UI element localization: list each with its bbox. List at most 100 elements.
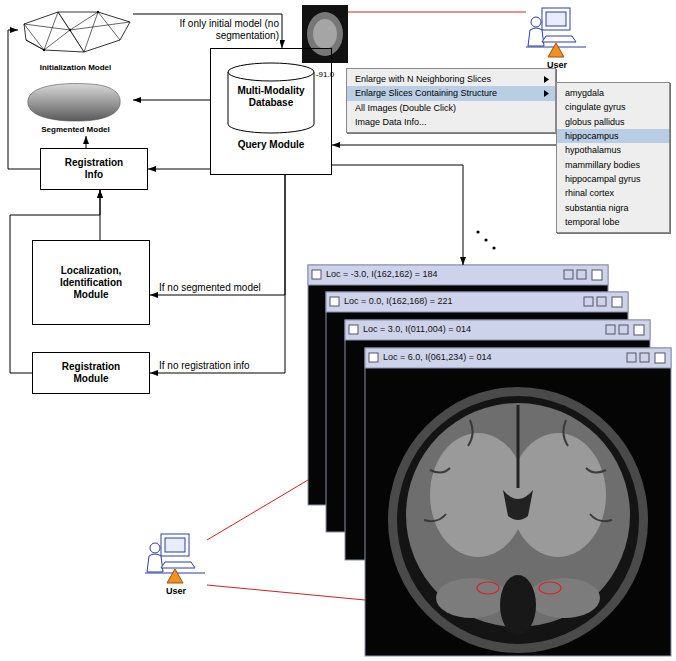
connector [207,585,365,600]
box-label: Localization, Identification Module [51,265,131,301]
box-label: Registration Info [59,157,129,181]
temporal-lobe [436,578,508,618]
window-button [640,353,649,362]
person-head [150,543,160,553]
mesh-vertex [43,49,45,51]
screen [546,12,566,26]
mesh-vertex [97,11,99,13]
window-title: Loc = -3.0, I(162,162) = 184 [308,265,608,279]
screen [165,538,185,552]
cylinder-top [228,63,314,81]
mesh-outline [24,12,130,52]
menu-item: Image Data Info... [347,115,555,129]
menu-item: substantia nigra [557,201,669,215]
menu-item: All Images (Double Click) [347,101,555,115]
window-title: Loc = 0.0, I(162,168) = 221 [326,292,628,306]
menu-item: rhinal cortex [557,186,669,200]
checkbox [330,297,339,306]
connector [332,165,463,265]
edge-label: If no segmented model [158,282,262,294]
window-frame [365,348,671,656]
white-matter [510,433,606,557]
close-button [612,297,622,307]
submenu-arrow [544,76,549,83]
menu-item: hippocampal gyrus [557,172,669,186]
process-box: Registration Info [40,148,148,190]
user-icon: User [526,4,588,72]
warning-triangle [548,43,564,57]
process-box: Localization, Identification Module [32,240,150,325]
user-icon: User [145,530,207,598]
mri-slice [388,387,648,653]
menu-item: temporal lobe [557,215,669,229]
connector [86,136,87,148]
scalp [388,387,648,653]
slice-location: -91.0 [316,70,334,80]
process-box: Registration Module [32,352,150,394]
temporal-lobe [528,578,600,618]
dot [492,246,495,249]
thumbnail-ground [302,5,348,63]
menu-item: Enlarge Slices Containing Structure [347,86,555,100]
connector [207,480,308,540]
edge-label: If no registration info [158,360,251,372]
user-label: User [547,60,567,71]
person-body [528,28,544,46]
mesh-vertex [69,29,71,31]
window-button [584,297,593,306]
context-menu: Enlarge with N Neighboring SlicesEnlarge… [346,68,556,133]
checkbox [369,353,378,362]
menu-item: globus pallidus [557,115,669,129]
thumbnail-brain [313,19,337,49]
close-button [634,325,644,335]
submenu-arrow-shape [544,76,549,83]
user-icon [526,8,586,57]
window-button [597,297,606,306]
menu-item: mammillary bodies [557,158,669,172]
window-button [564,270,573,279]
window-body [365,348,671,656]
ventricles [503,490,533,520]
submenu: amygdalacingulate gyrusglobus pallidushi… [556,82,670,233]
hippocampus-outline [477,582,499,594]
window-button [606,325,615,334]
checkbox [349,325,358,334]
connector [348,12,526,13]
person-body [147,554,163,572]
mesh-edges [24,12,130,52]
submenu-arrow-shape [544,90,549,97]
title-bar [365,348,671,368]
database-cylinder [228,63,314,133]
box-label: Registration Module [51,361,131,385]
keyboard [161,562,195,568]
skull [397,396,639,644]
edge-label: If only initial model (no segmentation) [166,18,280,42]
connector [133,14,282,48]
menu-item: amygdala [557,86,669,100]
database-box: Multi-Modality DatabaseQuery Module [210,48,332,175]
thumbnail-head [307,12,343,56]
monitor [161,534,189,556]
fissure [517,405,520,488]
keyboard [542,36,576,42]
figure-caption: Segmented Model [41,125,109,135]
close-button [655,353,665,363]
image-thumbnail: -91.0 [302,5,348,81]
dot [484,238,487,241]
menu-item: Enlarge with N Neighboring Slices [347,72,555,86]
close-button [592,270,602,280]
continuation-dots [476,230,495,249]
menu-item: cingulate gyrus [557,100,669,114]
checkbox [312,270,321,279]
window-button [577,270,586,279]
connector [8,30,40,169]
box-label: Multi-Modality Database [229,85,313,109]
monitor [542,8,570,30]
hippocampus-outline [539,582,561,594]
user-icon [145,534,205,583]
segmented-shape [28,84,120,122]
viewer-window: Loc = 6.0, I(061,234) = 014 [365,348,671,656]
menu-item: hippocampus [557,129,669,143]
menu-item: hypothalamus [557,143,669,157]
connector [332,145,556,146]
